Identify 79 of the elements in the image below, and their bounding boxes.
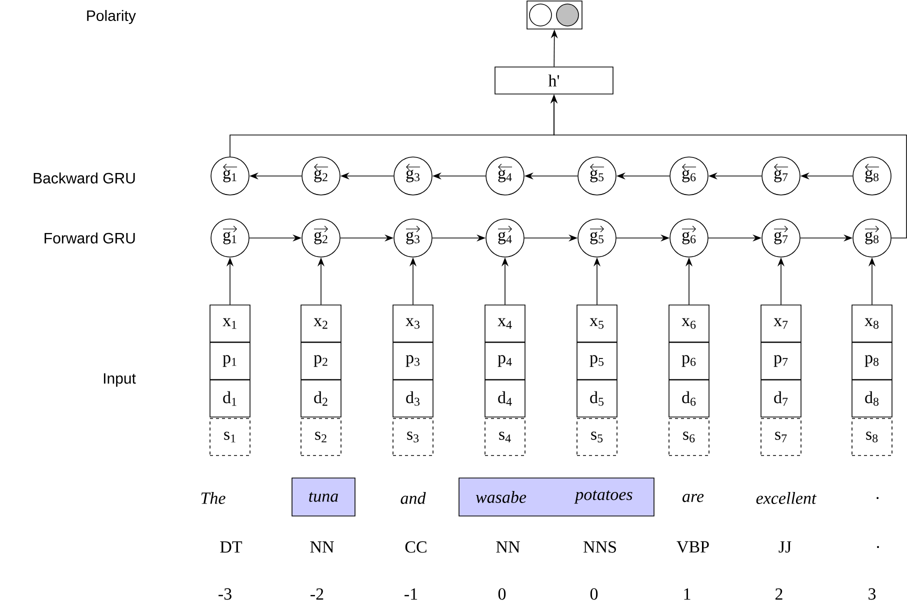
- input-cell: x$_{4}$: [484, 304, 526, 342]
- input-cell: s$_{8}$: [852, 418, 892, 456]
- position-number: 1: [684, 588, 690, 600]
- row-label: Forward GRU: [44, 232, 135, 244]
- input-cell: p$_{7}$: [760, 342, 802, 380]
- position-number: 2: [776, 588, 782, 600]
- input-cell: x$_{2}$: [300, 304, 342, 342]
- gru-cell: g$_{4}$: [486, 156, 524, 196]
- pos-tag: NN: [496, 541, 520, 553]
- row-label: Backward GRU: [34, 172, 135, 184]
- gru-cell: g$_{8}$: [852, 156, 892, 196]
- input-cell: p$_{3}$: [392, 342, 434, 380]
- pos-tag: JJ: [778, 541, 792, 553]
- hidden-box: h': [494, 66, 614, 94]
- gru-cell: g$_{1}$: [210, 218, 250, 258]
- input-cell: p$_{2}$: [300, 342, 342, 380]
- input-cell: x$_{7}$: [760, 304, 802, 342]
- input-cell: s$_{6}$: [668, 418, 710, 456]
- highlight-box: wasabe potatoes: [458, 478, 654, 516]
- input-cell: d$_{1}$: [210, 380, 250, 418]
- pos-tag: NN: [310, 541, 334, 553]
- input-cell: x$_{6}$: [668, 304, 710, 342]
- position-number: -1: [404, 588, 418, 600]
- word: The: [201, 492, 226, 504]
- position-number: 3: [868, 588, 876, 600]
- input-cell: d$_{5}$: [576, 380, 618, 418]
- row-label: Polarity: [87, 10, 136, 24]
- input-cell: p$_{4}$: [484, 342, 526, 380]
- gru-cell: g$_{3}$: [394, 156, 432, 196]
- position-number: -3: [218, 588, 232, 600]
- position-number: -2: [310, 588, 324, 600]
- input-cell: s$_{1}$: [210, 418, 250, 456]
- word: excellent: [756, 492, 817, 504]
- input-cell: p$_{5}$: [576, 342, 618, 380]
- input-cell: d$_{2}$: [300, 380, 342, 418]
- input-cell: x$_{8}$: [852, 304, 892, 342]
- input-cell: s$_{4}$: [484, 418, 526, 456]
- pos-tag: CC: [405, 541, 426, 553]
- highlight-box: tuna: [292, 478, 356, 516]
- input-cell: d$_{8}$: [852, 380, 892, 418]
- gru-cell: g$_{2}$: [302, 218, 340, 258]
- pos-tag: VBP: [676, 541, 709, 553]
- output-circle: [556, 4, 579, 26]
- input-cell: s$_{3}$: [392, 418, 434, 456]
- input-cell: p$_{6}$: [668, 342, 710, 380]
- input-cell: x$_{1}$: [210, 304, 250, 342]
- input-cell: s$_{7}$: [760, 418, 802, 456]
- gru-cell: g$_{1}$: [210, 156, 250, 196]
- gru-cell: g$_{5}$: [578, 218, 616, 258]
- input-cell: p$_{1}$: [210, 342, 250, 380]
- gru-cell: g$_{7}$: [762, 156, 800, 196]
- gru-cell: g$_{2}$: [302, 156, 340, 196]
- word: and: [400, 492, 426, 504]
- input-cell: d$_{3}$: [392, 380, 434, 418]
- gru-cell: g$_{5}$: [578, 156, 616, 196]
- gru-cell: g$_{6}$: [670, 156, 708, 196]
- pos-tag: NNS: [583, 541, 616, 553]
- gru-cell: g$_{4}$: [486, 218, 524, 258]
- input-cell: p$_{8}$: [852, 342, 892, 380]
- output-box: [526, 0, 582, 30]
- input-cell: x$_{5}$: [576, 304, 618, 342]
- gru-cell: g$_{8}$: [852, 218, 892, 258]
- gru-cell: g$_{7}$: [762, 218, 800, 258]
- word: .: [876, 496, 879, 499]
- input-cell: x$_{3}$: [392, 304, 434, 342]
- gru-cell: g$_{3}$: [394, 218, 432, 258]
- input-cell: d$_{7}$: [760, 380, 802, 418]
- output-circle: [529, 4, 552, 26]
- pos-tag: DT: [220, 541, 242, 553]
- word: are: [682, 494, 704, 502]
- gru-cell: g$_{6}$: [670, 218, 708, 258]
- input-cell: d$_{4}$: [484, 380, 526, 418]
- position-number: 0: [498, 588, 506, 600]
- position-number: 0: [590, 588, 598, 600]
- input-cell: s$_{2}$: [300, 418, 342, 456]
- pos-tag: .: [877, 546, 880, 548]
- input-cell: s$_{5}$: [576, 418, 618, 456]
- input-cell: d$_{6}$: [668, 380, 710, 418]
- row-label: Input: [104, 373, 136, 387]
